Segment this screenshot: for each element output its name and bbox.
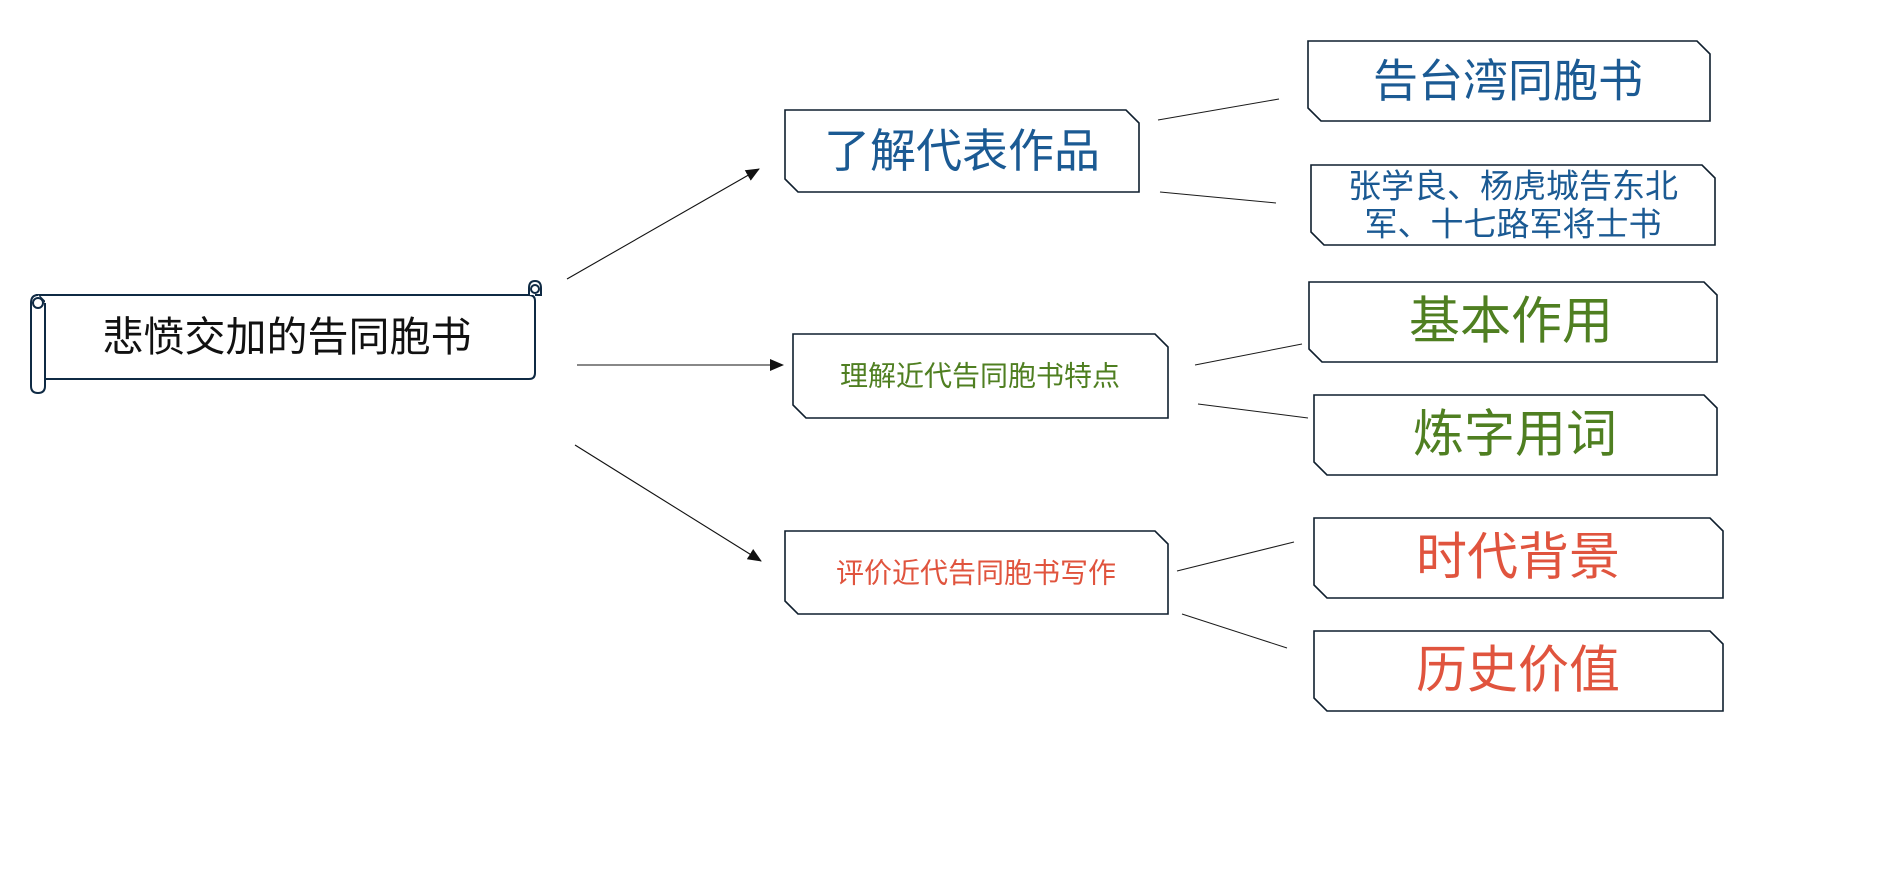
leaf-label: 炼字用词 bbox=[1413, 406, 1617, 465]
leaf-box bbox=[1307, 40, 1711, 122]
root-node: 悲愤交加的告同胞书 bbox=[30, 279, 542, 395]
scroll-left-curl bbox=[32, 297, 44, 309]
leaf-label: 时代背景 bbox=[1416, 529, 1620, 588]
leaf-node: 张学良、杨虎城告东北 军、十七路军将士书 bbox=[1310, 164, 1716, 246]
connector-b1-leaf1 bbox=[1157, 98, 1280, 121]
branch-node-2: 理解近代告同胞书特点 bbox=[792, 333, 1169, 419]
arrow-to-branch-3 bbox=[574, 444, 762, 562]
branch-label: 理解近代告同胞书特点 bbox=[840, 360, 1120, 393]
leaf-box bbox=[1313, 394, 1718, 476]
branch-box bbox=[784, 530, 1169, 615]
connector-b2-leaf1 bbox=[1194, 343, 1303, 366]
scroll-shape bbox=[35, 294, 536, 380]
branch-label: 了解代表作品 bbox=[824, 124, 1100, 178]
leaf-node: 历史价值 bbox=[1313, 630, 1724, 712]
leaf-box bbox=[1313, 630, 1724, 712]
branch-node-3: 评价近代告同胞书写作 bbox=[784, 530, 1169, 615]
branch-label: 评价近代告同胞书写作 bbox=[836, 557, 1116, 590]
leaf-node: 告台湾同胞书 bbox=[1307, 40, 1711, 122]
branch-box bbox=[784, 109, 1140, 193]
arrow-to-branch-1 bbox=[566, 168, 760, 280]
scroll-right-curl bbox=[530, 284, 540, 294]
leaf-node: 炼字用词 bbox=[1313, 394, 1718, 476]
leaf-box bbox=[1310, 164, 1716, 246]
leaf-label-line1: 张学良、杨虎城告东北 bbox=[1348, 167, 1678, 206]
leaf-node: 时代背景 bbox=[1313, 517, 1724, 599]
scroll-left-roll bbox=[30, 294, 46, 395]
leaf-box bbox=[1308, 281, 1718, 363]
branch-node-1: 了解代表作品 bbox=[784, 109, 1140, 193]
leaf-label: 基本作用 bbox=[1409, 293, 1613, 352]
branch-box bbox=[792, 333, 1169, 419]
connector-b3-leaf2 bbox=[1181, 613, 1288, 649]
connector-b3-leaf1 bbox=[1176, 541, 1295, 572]
leaf-box bbox=[1313, 517, 1724, 599]
leaf-label: 告台湾同胞书 bbox=[1373, 55, 1643, 108]
leaf-node: 基本作用 bbox=[1308, 281, 1718, 363]
leaf-label: 历史价值 bbox=[1416, 642, 1620, 701]
connector-b1-leaf2 bbox=[1159, 191, 1277, 204]
leaf-label-line2: 军、十七路军将士书 bbox=[1365, 205, 1662, 244]
connector-b2-leaf2 bbox=[1197, 403, 1309, 419]
root-label: 悲愤交加的告同胞书 bbox=[103, 313, 472, 361]
